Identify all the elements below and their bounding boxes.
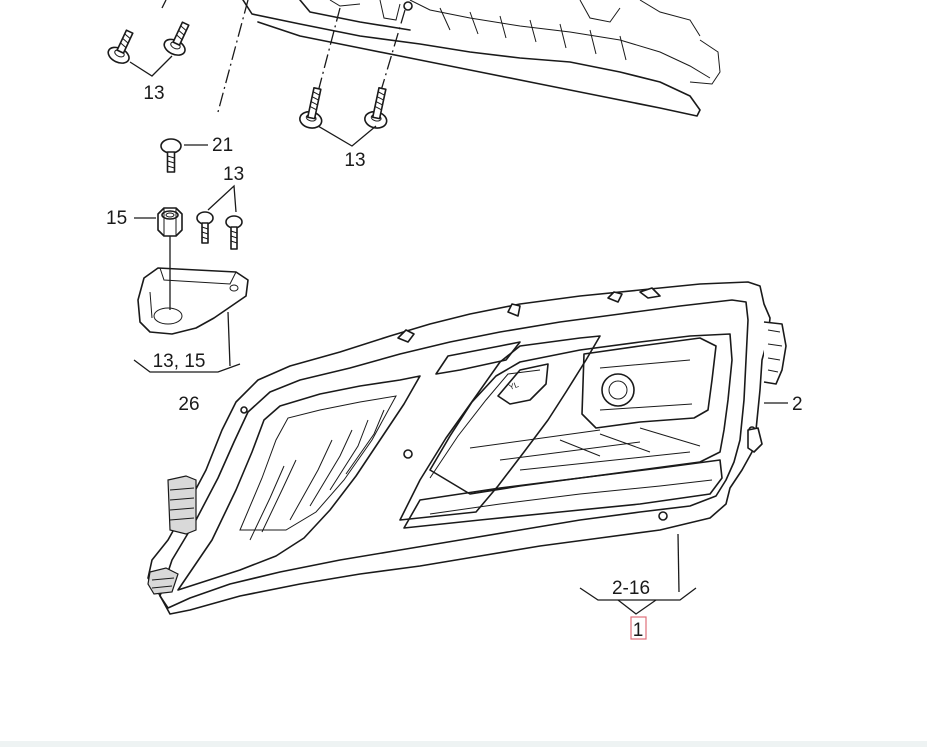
callout-headlight-box [630, 616, 647, 640]
screw-icon [160, 138, 182, 173]
bottom-bar [0, 741, 927, 747]
screw-pair-bracket [196, 184, 243, 250]
callout-headlight-group: 2-16 [612, 578, 650, 599]
screw-icon [107, 29, 134, 64]
callout-housing-side: 2 [792, 394, 803, 415]
screw-icon [163, 21, 190, 56]
screw-pair-top-left [107, 21, 190, 77]
svg-text:YL: YL [508, 380, 521, 392]
screw-icon [225, 215, 243, 250]
nut-icon [157, 207, 183, 237]
screw-pair-middle [299, 87, 388, 147]
screw-21 [160, 138, 208, 173]
callout-screws-mid-top: 13 [344, 150, 365, 171]
callout-headlight: 1 [633, 620, 644, 641]
screw-icon [196, 211, 214, 244]
headlight-assembly: YL [147, 281, 787, 615]
upper-housing-assembly [242, 0, 721, 117]
callout-bracket: 26 [178, 394, 199, 415]
nut-15 [134, 207, 183, 237]
screw-icon [364, 87, 388, 129]
callout-bracket-group: 13, 15 [153, 351, 206, 372]
callout-nut-15: 15 [106, 208, 127, 229]
leader-headlight-group [579, 533, 697, 615]
mounting-bracket [133, 236, 249, 373]
screw-icon [299, 87, 323, 129]
callout-screws-pair: 13 [223, 164, 244, 185]
callout-screws-left-top: 13 [143, 83, 164, 104]
location-lines [161, 0, 406, 113]
callout-screw-21: 21 [212, 135, 233, 156]
